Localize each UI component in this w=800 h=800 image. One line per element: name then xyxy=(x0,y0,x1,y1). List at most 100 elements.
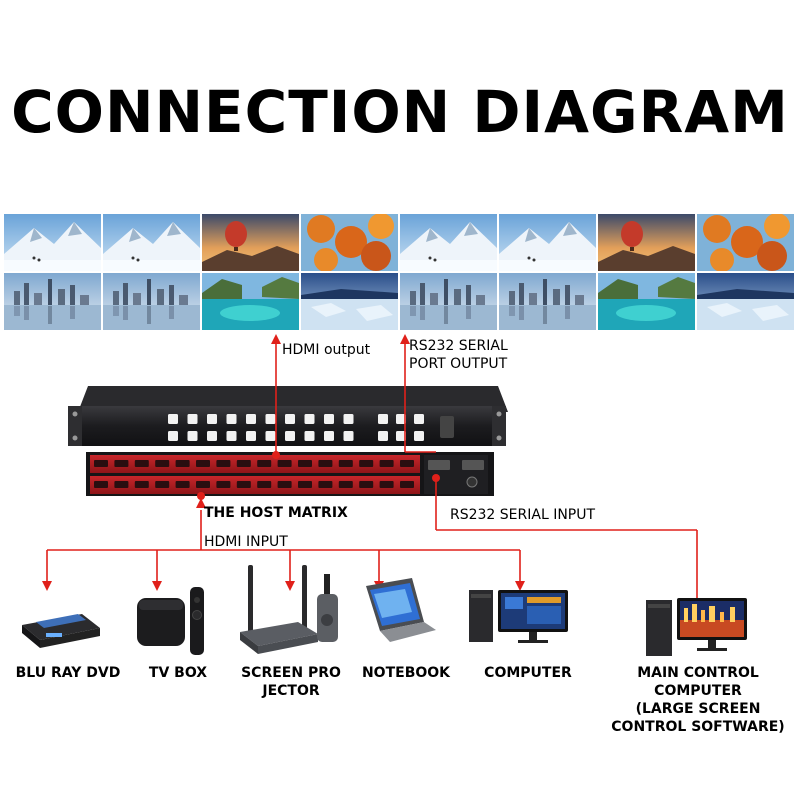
video-wall-tile-city-skyline xyxy=(103,273,200,330)
matrix-front-button xyxy=(168,414,178,424)
hdmi-port xyxy=(298,481,312,488)
hdmi-port xyxy=(400,481,414,488)
matrix-front-button xyxy=(343,414,354,424)
video-wall-tile-tropical-lagoon xyxy=(598,273,695,330)
hdmi-output-panel xyxy=(90,455,420,473)
device-label-screen-projector: SCREEN PRO JECTOR xyxy=(236,664,346,700)
screen-projector-icon xyxy=(240,565,338,654)
hdmi-port xyxy=(134,460,149,467)
arrows xyxy=(42,334,525,591)
device-label-line: CONTROL SOFTWARE) xyxy=(611,719,785,735)
device-label-blu-ray-dvd: BLU RAY DVD xyxy=(15,665,121,681)
video-wall-tile-frozen-lake xyxy=(301,273,398,330)
blu-ray-dvd-icon xyxy=(22,614,100,648)
hdmi-port xyxy=(400,460,414,467)
video-wall-tile-city-skyline xyxy=(4,273,101,330)
matrix-control-button xyxy=(414,414,424,424)
matrix-front-button xyxy=(285,414,295,424)
hdmi-port xyxy=(196,460,210,467)
matrix-front-button xyxy=(324,431,334,441)
hdmi-port xyxy=(114,481,129,488)
hdmi-ports xyxy=(94,460,414,488)
hdmi-port xyxy=(94,460,108,467)
matrix-front-button xyxy=(304,414,315,424)
matrix-front-button xyxy=(304,431,315,441)
matrix-front-button xyxy=(285,431,295,441)
matrix-front-button xyxy=(226,431,237,441)
hdmi-port xyxy=(379,460,394,467)
tv-box-icon xyxy=(137,587,204,655)
device-label-main-control-computer: MAIN CONTROL COMPUTER (LARGE SCREEN CONT… xyxy=(600,664,796,736)
hdmi-port xyxy=(277,481,292,488)
device-label-notebook: NOTEBOOK xyxy=(361,665,451,681)
hdmi-input-label: HDMI INPUT xyxy=(204,534,288,550)
matrix-front-button xyxy=(168,431,178,441)
matrix-control-button xyxy=(414,431,424,441)
hdmi-port xyxy=(277,460,292,467)
hdmi-port xyxy=(216,481,231,488)
hdmi-port xyxy=(155,460,170,467)
device-label-line: JECTOR xyxy=(262,683,320,699)
hdmi-port xyxy=(236,460,251,467)
matrix-control-button xyxy=(378,431,388,441)
matrix-front-button xyxy=(343,431,354,441)
video-wall-tile-snow-mountain xyxy=(103,214,200,271)
hdmi-port xyxy=(175,481,190,488)
video-wall-tile-tropical-lagoon xyxy=(202,273,299,330)
rs232-output-label: RS232 SERIAL PORT OUTPUT xyxy=(409,337,508,373)
rs232-port xyxy=(462,460,484,470)
matrix-control-button xyxy=(378,414,388,424)
video-wall-tile-hot-air-balloon xyxy=(202,214,299,271)
hdmi-port xyxy=(318,481,333,488)
hdmi-port xyxy=(175,460,190,467)
rs232-output-line1: RS232 SERIAL xyxy=(409,338,508,354)
video-wall-tile-city-skyline xyxy=(499,273,596,330)
notebook-icon xyxy=(366,578,436,642)
matrix-front-button xyxy=(246,414,256,424)
video-wall-tile-snow-mountain xyxy=(4,214,101,271)
matrix-front-button xyxy=(226,414,237,424)
rs232-input-label: RS232 SERIAL INPUT xyxy=(450,507,596,523)
matrix-front-button xyxy=(187,414,198,424)
video-wall-tile-snow-mountain xyxy=(400,214,497,271)
matrix-front-button xyxy=(207,414,217,424)
hdmi-port xyxy=(359,460,374,467)
hdmi-port xyxy=(338,481,353,488)
hdmi-port xyxy=(359,481,374,488)
host-matrix-label: THE HOST MATRIX xyxy=(204,505,348,521)
hdmi-port xyxy=(338,460,353,467)
front-panel-buttons xyxy=(168,414,424,441)
hdmi-port xyxy=(379,481,394,488)
video-wall-tile-autumn-leaves xyxy=(301,214,398,271)
power-switch xyxy=(440,416,454,438)
hdmi-port xyxy=(216,460,231,467)
page-title: CONNECTION DIAGRAM xyxy=(11,78,789,146)
video-wall xyxy=(4,214,796,332)
video-wall-tile-hot-air-balloon xyxy=(598,214,695,271)
hdmi-port xyxy=(318,460,333,467)
hdmi-input-panel xyxy=(90,476,420,494)
rs232-output-line2: PORT OUTPUT xyxy=(409,356,508,372)
device-label-line: (LARGE SCREEN xyxy=(635,701,761,717)
hdmi-port xyxy=(236,481,251,488)
device-label-line: MAIN CONTROL xyxy=(637,665,759,681)
main-control-computer-icon xyxy=(646,598,747,656)
connection-lines xyxy=(46,340,698,602)
host-matrix xyxy=(68,386,508,496)
matrix-front-button xyxy=(265,414,276,424)
device-label-computer: COMPUTER xyxy=(484,665,572,681)
hdmi-port xyxy=(196,481,210,488)
matrix-control-button xyxy=(396,431,406,441)
hdmi-port xyxy=(298,460,312,467)
rs232-port xyxy=(428,460,450,470)
matrix-front-button xyxy=(246,431,256,441)
matrix-front-button xyxy=(324,414,334,424)
hdmi-port xyxy=(134,481,149,488)
device-label-tv-box: TV BOX xyxy=(148,665,208,681)
computer-icon xyxy=(469,590,568,643)
hdmi-port xyxy=(257,460,272,467)
matrix-front-button xyxy=(187,431,198,441)
hdmi-port xyxy=(94,481,108,488)
matrix-front-button xyxy=(207,431,217,441)
